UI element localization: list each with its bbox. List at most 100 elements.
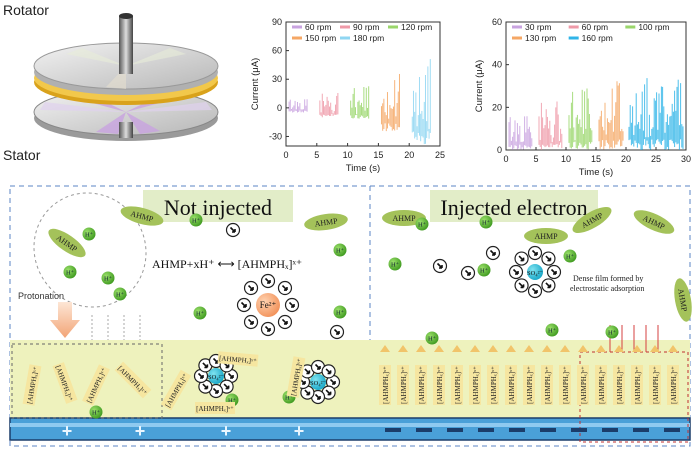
svg-text:AHMP: AHMP [392,214,416,223]
x-tick-label: 10 [343,150,353,160]
legend-label: 100 rpm [638,22,669,32]
sulfate-ion: SO₄²⁻ [310,374,327,390]
adsorption-mechanism-scheme: Not injected Injected electron Protonati… [9,185,692,447]
proton-ion: H⁺ [415,217,429,231]
negative-charge-sign [509,428,525,432]
y-tick-label: 30 [272,74,282,84]
x-axis-label: Time (s) [346,163,380,174]
ahmp-molecule: AHMP [524,228,568,244]
y-tick-label: -30 [269,131,282,141]
svg-text:H⁺: H⁺ [480,268,489,275]
x-tick-label: 10 [561,154,571,164]
protonated-ahmp-complex: [AHMPHₓ]ˣ⁺ [505,365,517,405]
svg-text:[AHMPHₓ]ˣ⁺: [AHMPHₓ]ˣ⁺ [616,366,624,404]
anion-marker [277,314,293,330]
anion-marker [508,264,524,280]
svg-text:H⁺: H⁺ [196,311,205,318]
protonated-ahmp-complex: [AHMPHₓ]ˣ⁺ [487,365,499,405]
x-tick-label: 0 [283,150,288,160]
x-tick-label: 0 [503,154,508,164]
protonation-equation: AHMP+xH⁺ ⟷ [AHMPHₓ]ˣ⁺ [152,257,302,271]
svg-text:[AHMPHₓ]ˣ⁺: [AHMPHₓ]ˣ⁺ [196,405,234,413]
svg-text:H⁺: H⁺ [608,330,617,337]
y-tick-label: 0 [277,103,282,113]
protonated-ahmp-complex: [AHMPHₓ]ˣ⁺ [649,365,661,405]
adsorbed-complex [470,345,480,352]
protonated-ahmp-complex: [AHMPHₓ]ˣ⁺ [195,402,235,414]
svg-text:H⁺: H⁺ [228,398,237,405]
negative-charge-sign [540,428,556,432]
anion-marker [243,280,259,296]
svg-text:H⁺: H⁺ [548,328,557,335]
legend-label: 120 rpm [401,22,432,32]
svg-text:[AHMPHₓ]ˣ⁺: [AHMPHₓ]ˣ⁺ [598,366,606,404]
rotator-stator-device [33,13,219,141]
protonated-ahmp-complex: [AHMPHₓ]ˣ⁺ [469,365,481,405]
svg-text:AHMP: AHMP [314,216,339,228]
series-3 [380,73,400,132]
anion-marker [541,278,556,293]
negative-charge-sign [571,428,587,432]
x-tick-label: 30 [681,154,691,164]
proton-ion: H⁺ [563,249,577,263]
svg-text:H⁺: H⁺ [566,254,575,261]
proton-ion: H⁺ [113,287,127,301]
y-tick-label: 40 [492,60,502,70]
x-axis-label: Time (s) [579,167,613,178]
anion-marker [514,278,529,293]
series-2 [350,86,370,119]
x-tick-label: 15 [373,150,383,160]
proton-ion: H⁺ [333,243,347,257]
protonated-ahmp-complex: [AHMPHₓ]ˣ⁺ [595,365,607,405]
y-axis-label: Current (μA) [474,60,485,112]
protonated-ahmp-complex: [AHMPHₓ]ˣ⁺ [415,365,427,405]
protonated-ahmp-complex: [AHMPHₓ]ˣ⁺ [577,365,589,405]
series-1 [319,92,339,118]
ahmp-molecule: AHMP [120,206,164,226]
proton-ion: H⁺ [425,331,439,345]
anion-marker [225,222,241,238]
svg-text:H⁺: H⁺ [336,248,345,255]
ahmp-molecule: AHMP [572,207,612,233]
series-4 [628,78,684,150]
y-tick-label: 20 [492,102,502,112]
sulfate-ion: SO₄²⁻ [208,368,225,384]
adsorbed-complex [524,345,534,352]
negative-charge-sign [447,428,463,432]
proton-ion: H⁺ [89,405,103,419]
positive-charge-sign: + [294,421,305,441]
adsorbed-complex [380,345,390,352]
svg-text:[AHMPHₓ]ˣ⁺: [AHMPHₓ]ˣ⁺ [382,366,390,404]
svg-text:[AHMPHₓ]ˣ⁺: [AHMPHₓ]ˣ⁺ [472,366,480,404]
negative-charge-sign [416,428,432,432]
protonated-ahmp-complex: [AHMPHₓ]ˣ⁺ [523,365,535,405]
svg-text:H⁺: H⁺ [92,410,101,417]
svg-text:H⁺: H⁺ [418,222,427,229]
anion-marker [236,297,252,313]
negative-charge-sign [633,428,649,432]
y-axis-label: Current (μA) [250,58,261,110]
anion-marker [541,251,556,266]
ahmp-molecule: AHMP [48,228,86,258]
protonated-ahmp-complex: [AHMPHₓ]ˣ⁺ [559,365,571,405]
adsorbed-complex [434,345,444,352]
protonated-ahmp-complex: [AHMPHₓ]ˣ⁺ [667,365,679,405]
x-tick-label: 15 [591,154,601,164]
svg-text:SO₄²⁻: SO₄²⁻ [310,380,327,387]
svg-text:[AHMPHₓ]ˣ⁺: [AHMPHₓ]ˣ⁺ [634,366,642,404]
adsorbed-complex [632,345,642,352]
anion-marker [460,265,476,281]
proton-ion: H⁺ [193,306,207,320]
svg-text:H⁺: H⁺ [192,218,201,225]
svg-text:[AHMPHₓ]ˣ⁺: [AHMPHₓ]ˣ⁺ [526,366,534,404]
ahmp-molecule: AHMP [633,210,675,234]
positive-charge-sign: + [62,421,73,441]
svg-text:H⁺: H⁺ [116,292,125,299]
anion-marker [310,389,326,405]
protonated-ahmp-complex: [AHMPHₓ]ˣ⁺ [613,365,625,405]
anion-marker [514,251,529,266]
y-tick-label: 60 [272,46,282,56]
svg-text:Fe²⁺: Fe²⁺ [260,300,277,310]
